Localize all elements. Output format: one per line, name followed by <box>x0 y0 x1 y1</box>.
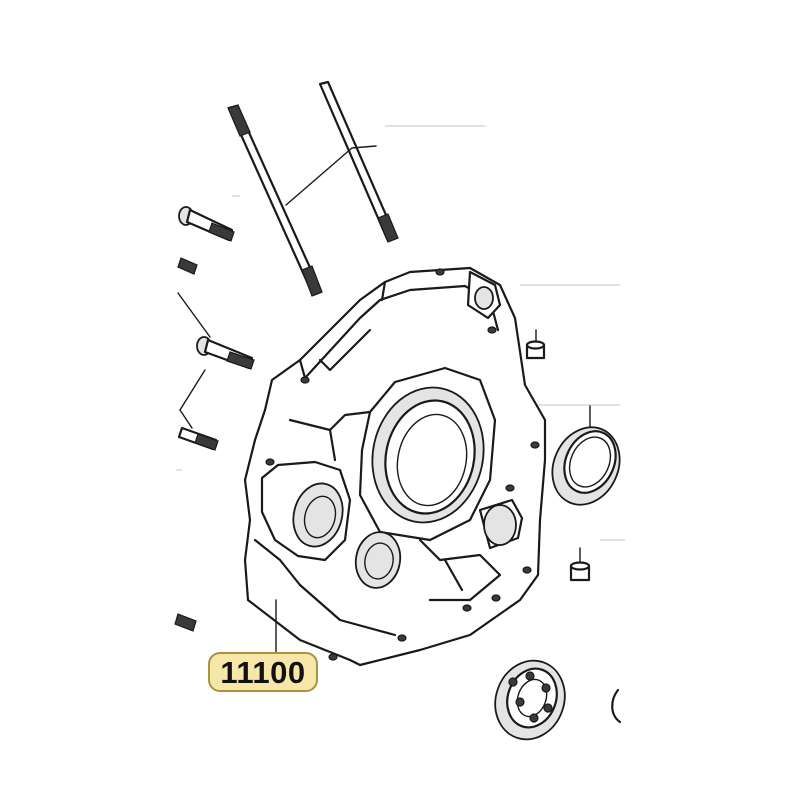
stud-leader <box>285 145 377 206</box>
oil-seal-drawing <box>551 405 621 506</box>
dowel-pin-lower <box>569 547 591 582</box>
bolt-mid-left <box>196 336 255 370</box>
bolt-bottom-left <box>174 613 197 632</box>
bearing-drawing <box>494 659 566 741</box>
dowel-pin-upper <box>525 329 546 360</box>
part-number-label: 11100 <box>220 654 306 690</box>
bolt-leaders <box>177 292 211 429</box>
partial-part-right <box>611 688 622 724</box>
crankcase-drawing <box>243 266 547 667</box>
bolt-upper-left <box>178 206 235 242</box>
stud-bolt-right <box>318 80 399 243</box>
part-number-callout[interactable]: 11100 <box>208 652 318 692</box>
bolt-lower-left <box>177 426 219 451</box>
stud-bolt-left <box>227 104 323 297</box>
bolt-short-left <box>177 257 198 275</box>
